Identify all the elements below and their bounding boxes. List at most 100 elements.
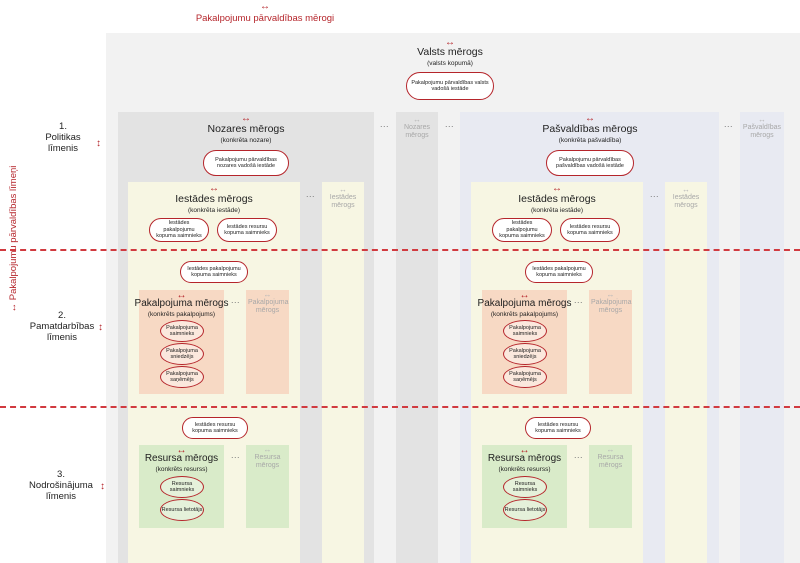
level-3-name: Nodrošinājuma bbox=[29, 480, 93, 491]
nozare-resource-dots: ... bbox=[231, 450, 241, 460]
pasvaldiba-resource-role-owner: Resursa saimnieks bbox=[503, 476, 547, 498]
middle-right-dots: ... bbox=[445, 119, 455, 129]
pasvaldiba-lead-institution: Pakalpojumu pārvaldības pašvaldības vado… bbox=[546, 150, 634, 176]
level-3-arrow: ↕ bbox=[100, 481, 105, 492]
level-2-suffix: līmenis bbox=[46, 332, 78, 343]
pasvaldiba-ghost-institution-box bbox=[665, 182, 707, 563]
pasvaldiba-institution-arrow: ↔ bbox=[552, 183, 562, 194]
far-right-dots: ... bbox=[724, 119, 734, 129]
level-1-arrow: ↕ bbox=[96, 138, 101, 149]
level-divider-2-3 bbox=[0, 406, 800, 408]
level-2-name: Pamatdarbības bbox=[29, 321, 95, 332]
state-arrow: ↔ bbox=[445, 37, 455, 48]
side-axis-arrow: ↔ bbox=[8, 302, 19, 313]
nozare-lead-institution: Pakalpojumu pārvaldības nozares vadošā i… bbox=[203, 150, 289, 176]
nozare-arrow: ↔ bbox=[241, 113, 251, 124]
nozare-institution-title: Iestādes mērogs bbox=[175, 193, 253, 205]
nozare-resource-arrow: ↔ bbox=[176, 445, 187, 456]
ghost-column-nozare-label: Nozares mērogs bbox=[403, 124, 431, 139]
middle-left-dots: ... bbox=[380, 119, 390, 129]
pasvaldiba-ghost-service-box bbox=[589, 290, 632, 394]
pasvaldiba-service-set-owner: Iestādes pakalpojumu kopuma saimnieks bbox=[525, 261, 593, 283]
state-title: Valsts mērogs bbox=[417, 46, 483, 58]
pasvaldiba-ghost-service-arrow: ↔ bbox=[606, 290, 615, 299]
nozare-resource-role-owner: Resursa saimnieks bbox=[160, 476, 204, 498]
nozare-institution-subtitle: (konkrēta iestāde) bbox=[187, 207, 241, 214]
pasvaldiba-subtitle: (konkrēta pašvaldība) bbox=[558, 137, 622, 144]
level-2-number: 2. bbox=[58, 310, 66, 321]
nozare-service-role-owner: Pakalpojuma saimnieks bbox=[160, 320, 204, 342]
nozare-resource-set-owner: Iestādes resursu kopuma saimnieks bbox=[182, 417, 248, 439]
pasvaldiba-ghost-institution-arrow: ↔ bbox=[682, 185, 690, 194]
pasvaldiba-service-arrow: ↔ bbox=[519, 290, 530, 301]
nozare-resource-subtitle: (konkrēts resurss) bbox=[155, 466, 208, 473]
header-title: Pakalpojumu pārvaldības mērogi bbox=[195, 13, 335, 24]
pasvaldiba-service-title: Pakalpojuma mērogs bbox=[477, 298, 572, 309]
nozare-ghost-institution-label: Iestādes mērogs bbox=[329, 194, 357, 209]
nozare-institution-dots: ... bbox=[306, 189, 316, 199]
nozare-service-arrow: ↔ bbox=[176, 290, 187, 301]
pasvaldiba-service-role-owner: Pakalpojuma saimnieks bbox=[503, 320, 547, 342]
pasvaldiba-title: Pašvaldības mērogs bbox=[542, 123, 638, 135]
nozare-institution-arrow: ↔ bbox=[209, 183, 219, 194]
pasvaldiba-resource-set-owner-policy: Iestādes resursu kopuma saimnieks bbox=[560, 218, 620, 242]
level-3-number: 3. bbox=[57, 469, 65, 480]
nozare-service-dots: ... bbox=[231, 295, 241, 305]
pasvaldiba-ghost-resource-arrow: ↔ bbox=[606, 445, 615, 454]
nozare-resource-set-owner-policy: Iestādes resursu kopuma saimnieks bbox=[217, 218, 277, 242]
nozare-ghost-resource-arrow: ↔ bbox=[263, 445, 272, 454]
nozare-subtitle: (konkrēta nozare) bbox=[220, 137, 272, 144]
ghost-column-pasvaldiba-label: Pašvaldības mērogs bbox=[742, 124, 782, 139]
pasvaldiba-resource-title: Resursa mērogs bbox=[487, 453, 562, 464]
pasvaldiba-service-dots: ... bbox=[574, 295, 584, 305]
level-1-name: Politikas bbox=[45, 132, 81, 143]
level-2-label: 2. Pamatdarbības līmenis bbox=[26, 310, 98, 343]
level-1-label: 1. Politikas līmenis bbox=[28, 121, 98, 154]
state-lead-institution: Pakalpojumu pārvaldības valsts vadošā ie… bbox=[406, 72, 494, 100]
nozare-service-set-owner-policy: Iestādes pakalpojumu kopuma saimnieks bbox=[149, 218, 209, 242]
nozare-ghost-service-box bbox=[246, 290, 289, 394]
header-arrow: ↔ bbox=[260, 1, 270, 12]
nozare-ghost-institution-box bbox=[322, 182, 364, 563]
level-1-suffix: līmenis bbox=[47, 143, 79, 154]
nozare-ghost-service-arrow: ↔ bbox=[263, 290, 272, 299]
nozare-service-subtitle: (konkrēts pakalpojums) bbox=[147, 311, 216, 318]
pasvaldiba-service-set-owner-policy: Iestādes pakalpojumu kopuma saimnieks bbox=[492, 218, 552, 242]
pasvaldiba-resource-dots: ... bbox=[574, 450, 584, 460]
nozare-title: Nozares mērogs bbox=[207, 123, 285, 135]
pasvaldiba-resource-subtitle: (konkrēts resurss) bbox=[498, 466, 551, 473]
nozare-resource-role-user: Resursa lietotājs bbox=[160, 499, 204, 521]
side-axis-label: Pakalpojumu pārvaldības līmeņi bbox=[8, 165, 19, 301]
pasvaldiba-institution-dots: ... bbox=[650, 189, 660, 199]
nozare-ghost-institution-arrow: ↔ bbox=[339, 185, 347, 194]
pasvaldiba-resource-arrow: ↔ bbox=[519, 445, 530, 456]
ghost-column-nozare bbox=[396, 112, 438, 563]
level-2-arrow: ↕ bbox=[98, 322, 103, 333]
pasvaldiba-ghost-service-label: Pakalpojuma mērogs bbox=[591, 299, 632, 314]
nozare-service-role-recipient: Pakalpojuma saņēmējs bbox=[160, 366, 204, 388]
pasvaldiba-institution-subtitle: (konkrēta iestāde) bbox=[530, 207, 584, 214]
nozare-service-set-owner: Iestādes pakalpojumu kopuma saimnieks bbox=[180, 261, 248, 283]
pasvaldiba-ghost-resource-label: Resursa mērogs bbox=[597, 454, 624, 469]
nozare-ghost-resource-box bbox=[246, 445, 289, 528]
pasvaldiba-ghost-institution-label: Iestādes mērogs bbox=[672, 194, 700, 209]
pasvaldiba-service-role-provider: Pakalpojuma sniedzējs bbox=[503, 343, 547, 365]
nozare-ghost-service-label: Pakalpojuma mērogs bbox=[248, 299, 289, 314]
ghost-column-nozare-arrow: ↔ bbox=[413, 115, 421, 124]
nozare-service-role-provider: Pakalpojuma sniedzējs bbox=[160, 343, 204, 365]
side-axis-title: ↔ Pakalpojumu pārvaldības līmeņi bbox=[8, 139, 22, 339]
level-3-suffix: līmenis bbox=[45, 491, 77, 502]
pasvaldiba-arrow: ↔ bbox=[585, 113, 595, 124]
pasvaldiba-institution-title: Iestādes mērogs bbox=[518, 193, 596, 205]
nozare-service-title: Pakalpojuma mērogs bbox=[134, 298, 229, 309]
pasvaldiba-resource-role-user: Resursa lietotājs bbox=[503, 499, 547, 521]
level-3-label: 3. Nodrošinājuma līmenis bbox=[22, 469, 100, 502]
pasvaldiba-service-role-recipient: Pakalpojuma saņēmējs bbox=[503, 366, 547, 388]
pasvaldiba-ghost-resource-box bbox=[589, 445, 632, 528]
ghost-column-pasvaldiba-arrow: ↔ bbox=[758, 115, 766, 124]
ghost-column-pasvaldiba bbox=[740, 112, 784, 563]
state-subtitle: (valsts kopumā) bbox=[427, 60, 473, 67]
pasvaldiba-resource-set-owner: Iestādes resursu kopuma saimnieks bbox=[525, 417, 591, 439]
pasvaldiba-service-subtitle: (konkrēts pakalpojums) bbox=[490, 311, 559, 318]
level-1-number: 1. bbox=[59, 121, 67, 132]
